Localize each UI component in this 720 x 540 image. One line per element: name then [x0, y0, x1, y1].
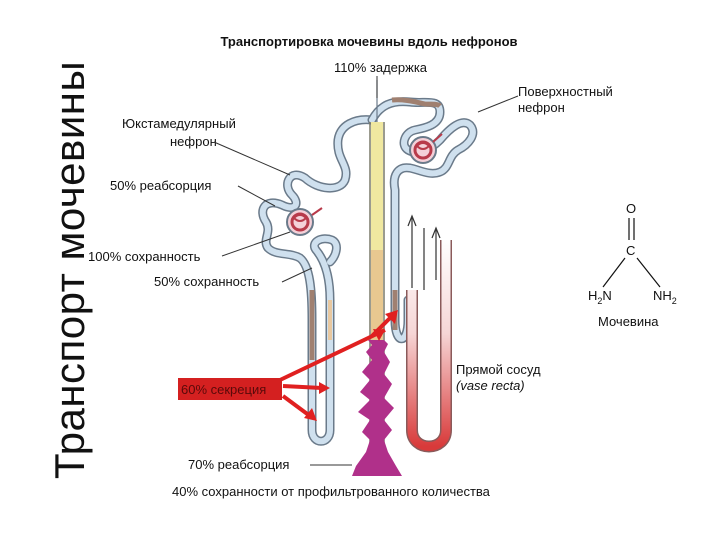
group-nh2: NH2 — [653, 288, 677, 306]
surface-glomerulus — [409, 133, 443, 164]
diagram-title: Транспортировка мочевины вдоль нефронов — [220, 34, 517, 49]
label-reabsorption-70: 70% реабсорция — [188, 457, 289, 472]
label-preservation-50: 50% сохранность — [154, 274, 259, 289]
label-delay: 110% задержка — [334, 60, 428, 75]
label-vasa-recta-2: (vase recta) — [456, 378, 525, 393]
collecting-duct — [352, 80, 402, 476]
label-vasa-recta-1: Прямой сосуд — [456, 362, 541, 377]
secretion-box — [178, 378, 282, 400]
atom-oxygen: O — [626, 201, 636, 216]
group-h2n: H2N — [588, 288, 612, 306]
juxtamedullary-glomerulus — [286, 207, 323, 236]
label-preservation-40: 40% сохранности от профильтрованного кол… — [172, 484, 491, 499]
molecule-name: Мочевина — [598, 314, 659, 329]
label-surface-2: нефрон — [518, 100, 565, 115]
label-juxtamedullary-2: нефрон — [170, 134, 217, 149]
vasa-recta — [406, 214, 452, 453]
label-preservation-100: 100% сохранность — [88, 249, 201, 264]
urea-molecule: O C H2N NH2 Мочевина — [588, 201, 677, 329]
urea-flow-arrows — [279, 310, 398, 421]
label-surface-1: Поверхностный — [518, 84, 613, 99]
label-secretion: 60% секреция — [181, 382, 266, 397]
label-juxtamedullary-1: Юкстамедулярный — [122, 116, 236, 131]
atom-carbon: C — [626, 243, 635, 258]
surface-nephron — [367, 97, 478, 344]
label-reabsorption-50: 50% реабсорция — [110, 178, 211, 193]
